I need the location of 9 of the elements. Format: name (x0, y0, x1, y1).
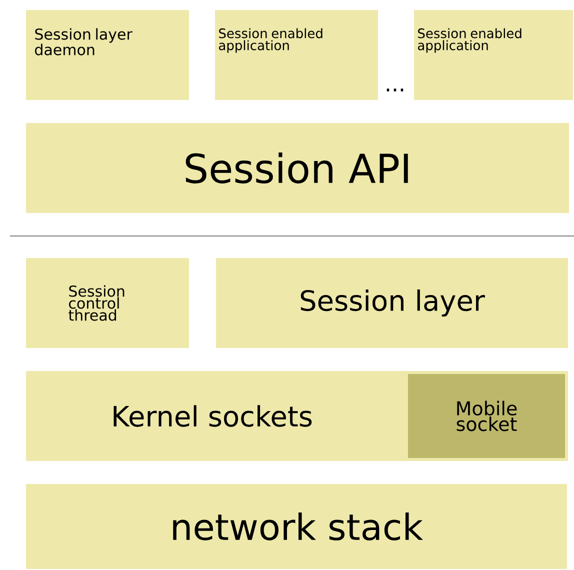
layer-box: Session control thread (26, 258, 189, 348)
layer-box: Session layer daemon (26, 10, 189, 100)
layer-box: Session API (26, 123, 569, 213)
layer-box: Session layer (216, 258, 568, 348)
layer-box: Session enabled application (414, 10, 573, 100)
layer-box: network stack (26, 484, 567, 569)
ellipsis: ... (386, 88, 404, 92)
layer-box: Session enabled application (215, 10, 378, 100)
socket-box: Mobile socket (408, 374, 565, 458)
